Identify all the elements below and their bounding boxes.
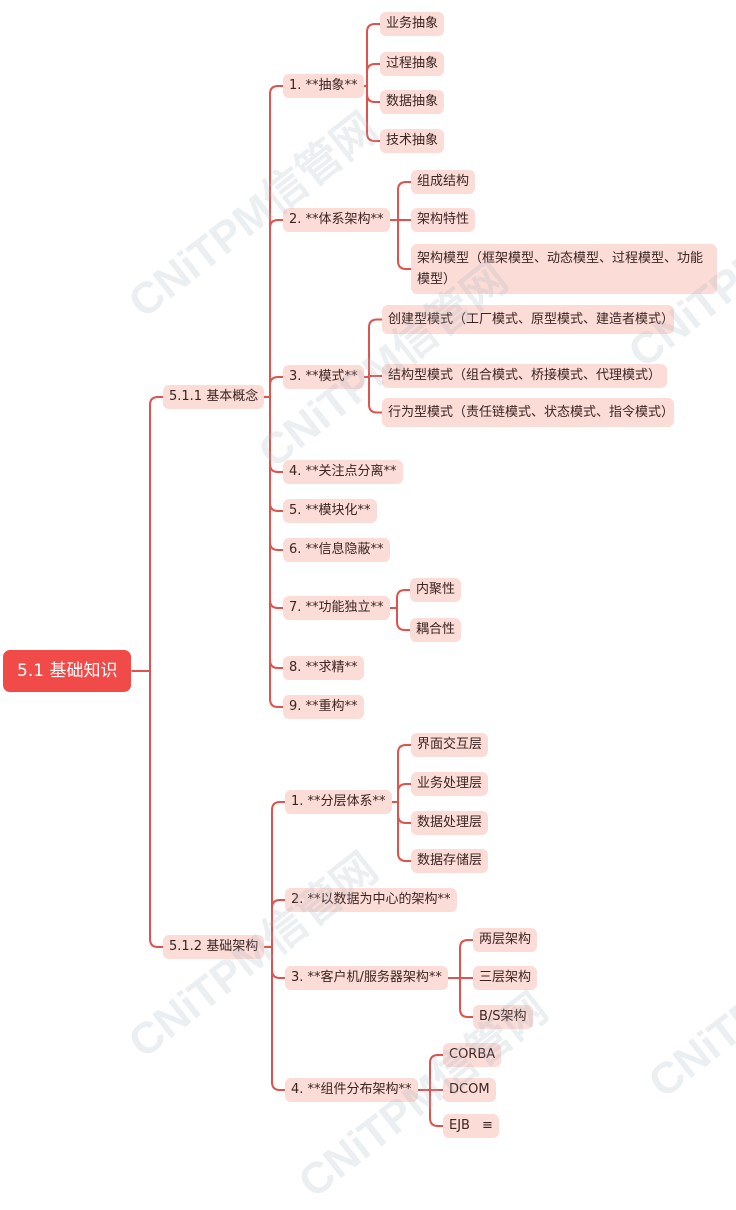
connector-line: [264, 396, 283, 708]
leaf-node[interactable]: 过程抽象: [380, 52, 445, 76]
connector-line: [389, 219, 411, 270]
leaf-node[interactable]: 技术抽象: [380, 129, 445, 153]
connector-line: [264, 801, 285, 948]
topic-component-distribution[interactable]: 4. **组件分布架构**: [285, 1078, 418, 1102]
connector-line: [447, 977, 473, 1018]
leaf-node[interactable]: 三层架构: [473, 966, 538, 990]
connector-line: [264, 396, 283, 473]
notes-icon[interactable]: ≡: [481, 1118, 493, 1133]
leaf-node[interactable]: 业务处理层: [411, 772, 489, 796]
topic-information-hiding[interactable]: 6. **信息隐蔽**: [283, 538, 390, 562]
connector-line: [417, 1054, 443, 1091]
connector-line: [391, 801, 411, 824]
leaf-node[interactable]: CORBA: [443, 1043, 502, 1067]
topic-data-centered[interactable]: 2. **以数据为中心的架构**: [285, 888, 457, 912]
leaf-node[interactable]: 耦合性: [410, 618, 462, 642]
connector-line: [264, 376, 283, 398]
connector-line: [389, 181, 411, 221]
topic-client-server[interactable]: 3. **客户机/服务器架构**: [285, 966, 448, 990]
connector-line: [391, 783, 411, 803]
topic-refactoring[interactable]: 9. **重构**: [283, 695, 364, 719]
leaf-node[interactable]: 架构模型（框架模型、动态模型、过程模型、功能模型）: [411, 244, 717, 294]
topic-separation-of-concerns[interactable]: 4. **关注点分离**: [283, 460, 403, 484]
connector-lines: [131, 23, 473, 1127]
connector-line: [363, 85, 380, 142]
connector-line: [264, 946, 285, 979]
topic-layered-system[interactable]: 1. **分层体系**: [285, 790, 392, 814]
topic-patterns[interactable]: 3. **模式**: [283, 365, 364, 389]
leaf-node[interactable]: 界面交互层: [411, 733, 489, 757]
leaf-node[interactable]: 创建型模式（工厂模式、原型模式、建造者模式）: [382, 305, 674, 334]
connector-line: [363, 23, 380, 87]
leaf-label: EJB: [449, 1118, 470, 1133]
connector-line: [447, 939, 473, 979]
section-basic-concepts[interactable]: 5.1.1 基本概念: [163, 385, 265, 409]
leaf-node[interactable]: 组成结构: [411, 170, 476, 194]
leaf-node[interactable]: 行为型模式（责任链模式、状态模式、指令模式）: [382, 398, 674, 427]
connector-line: [264, 396, 283, 551]
connector-line: [264, 219, 283, 398]
connector-line: [391, 801, 411, 862]
leaf-node[interactable]: 两层架构: [473, 928, 538, 952]
connector-line: [391, 744, 411, 803]
connector-line: [389, 607, 410, 631]
leaf-node[interactable]: DCOM: [443, 1078, 496, 1102]
leaf-node[interactable]: 数据存储层: [411, 849, 489, 873]
connector-line: [363, 376, 382, 414]
connector-line: [389, 589, 410, 609]
topic-abstraction[interactable]: 1. **抽象**: [283, 74, 364, 98]
leaf-node[interactable]: 数据处理层: [411, 811, 489, 835]
section-basic-architecture[interactable]: 5.1.2 基础架构: [163, 935, 265, 959]
leaf-node-ejb[interactable]: EJB ≡: [443, 1114, 499, 1138]
connector-line: [131, 396, 163, 672]
leaf-node[interactable]: 数据抽象: [380, 90, 445, 114]
connector-line: [417, 1089, 443, 1127]
connector-line: [363, 318, 382, 378]
topic-refinement[interactable]: 8. **求精**: [283, 656, 364, 680]
connector-line: [264, 946, 285, 1091]
connector-line: [264, 899, 285, 948]
topic-functional-independence[interactable]: 7. **功能独立**: [283, 596, 390, 620]
leaf-node[interactable]: 结构型模式（组合模式、桥接模式、代理模式）: [382, 364, 668, 388]
leaf-node[interactable]: 架构特性: [411, 208, 476, 232]
connector-line: [264, 85, 283, 398]
leaf-node[interactable]: 业务抽象: [380, 12, 445, 36]
connector-line: [264, 396, 283, 609]
connector-line: [264, 396, 283, 512]
topic-modularity[interactable]: 5. **模块化**: [283, 499, 377, 523]
leaf-node[interactable]: B/S架构: [473, 1005, 533, 1029]
connector-line: [131, 670, 163, 948]
leaf-node[interactable]: 内聚性: [410, 578, 462, 602]
topic-architecture[interactable]: 2. **体系架构**: [283, 208, 390, 232]
connector-line: [363, 63, 380, 87]
connector-line: [264, 396, 283, 669]
root-node[interactable]: 5.1 基础知识: [3, 650, 132, 692]
